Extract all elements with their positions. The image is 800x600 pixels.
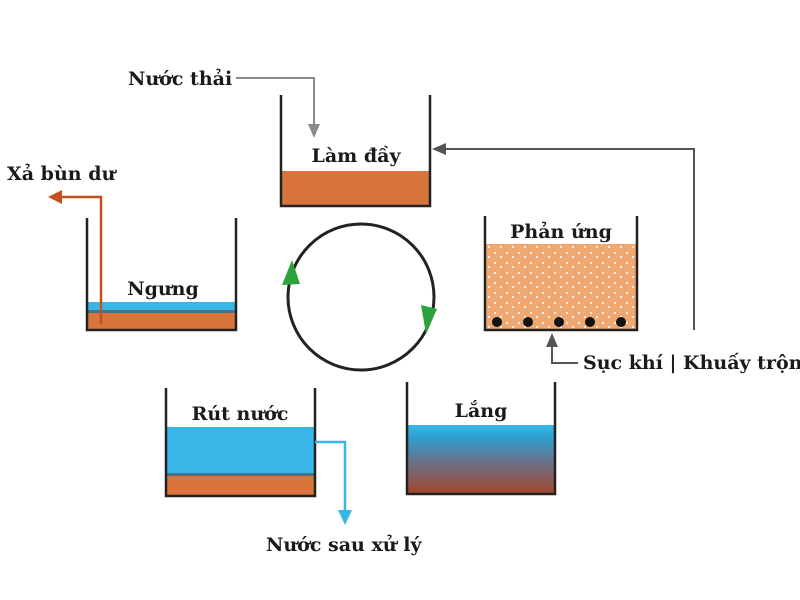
label-treated-water: Nước sau xử lý xyxy=(266,534,422,556)
fill-tank-wall xyxy=(279,95,432,208)
label-aeration-mixing: Sục khí | Khuấy trộn xyxy=(583,352,800,374)
return-arrow xyxy=(432,143,695,330)
draw-interface-line xyxy=(166,473,315,476)
stage-label-settle: Lắng xyxy=(455,400,508,422)
cycle-indicator xyxy=(282,222,437,372)
fill-sludge-layer xyxy=(281,171,430,206)
stage-label-react: Phản ứng xyxy=(510,221,612,243)
cycle-arrowhead-left xyxy=(282,260,300,285)
stage-label-idle: Ngưng xyxy=(127,278,199,300)
draw-water-layer xyxy=(166,427,315,473)
waste-water-arrowhead xyxy=(308,124,320,138)
stage-label-draw: Rút nước xyxy=(192,403,289,425)
treated-water-arrow xyxy=(315,440,352,525)
idle-sludge-layer xyxy=(87,313,236,330)
aeration-arrowhead xyxy=(546,333,558,347)
cycle-circle xyxy=(286,222,436,372)
tank-draw: Rút nước xyxy=(164,388,317,498)
stage-label-fill: Làm đầy xyxy=(311,145,401,167)
aerator-diffusers xyxy=(492,317,626,327)
treated-water-arrowhead xyxy=(338,510,352,525)
idle-water-layer xyxy=(87,302,236,310)
sludge-discharge-arrowhead xyxy=(48,190,62,204)
settle-tank-wall xyxy=(405,382,557,496)
idle-tank-wall xyxy=(85,218,238,332)
aeration-arrow xyxy=(546,333,578,364)
cycle-arrowhead-right xyxy=(421,305,437,334)
label-sludge-discharge: Xả bùn dư xyxy=(7,163,117,185)
tank-settle: Lắng xyxy=(405,382,557,496)
tank-react: Phản ứng xyxy=(483,216,639,332)
react-mixture xyxy=(485,244,637,330)
return-arrowhead xyxy=(432,143,446,155)
sludge-discharge-arrow xyxy=(48,190,103,324)
tank-fill: Làm đầy xyxy=(279,95,432,208)
tank-idle: Ngưng xyxy=(85,218,238,332)
waste-water-arrow xyxy=(236,77,320,138)
label-waste-water: Nước thải xyxy=(128,68,232,90)
idle-interface-line xyxy=(87,310,236,313)
draw-sludge-layer xyxy=(166,476,315,496)
react-tank-wall xyxy=(483,216,639,332)
settle-gradient-layer xyxy=(407,425,555,494)
